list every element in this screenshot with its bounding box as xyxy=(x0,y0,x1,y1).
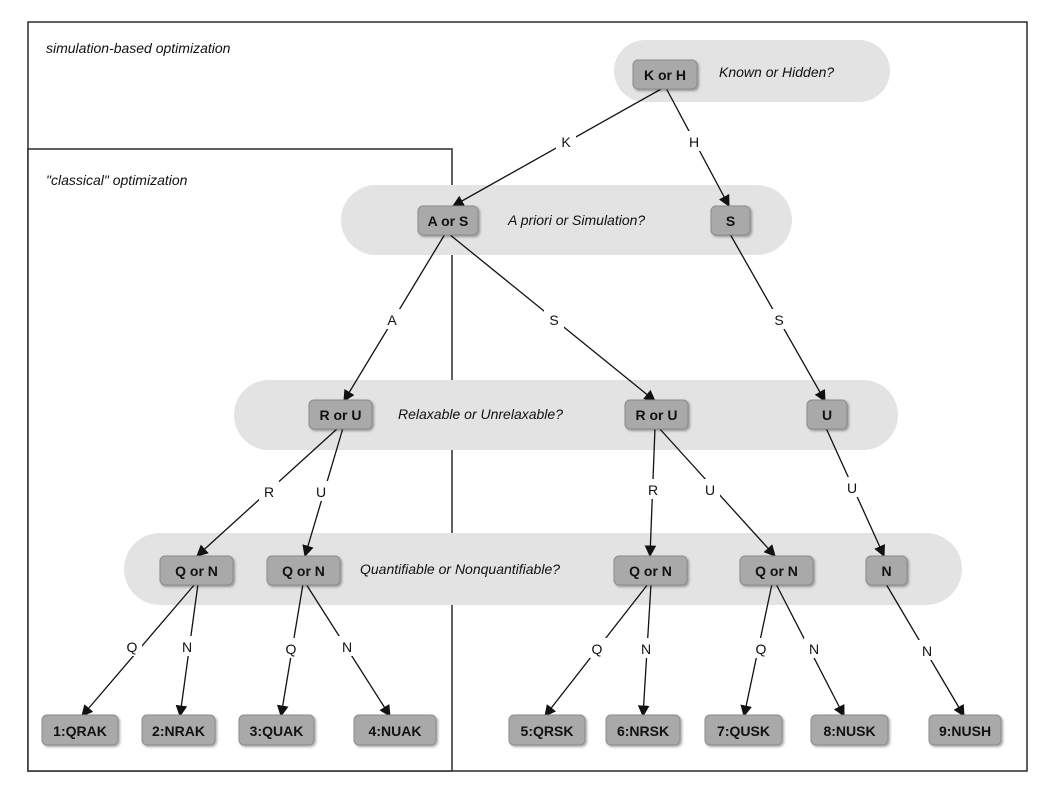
node-a-or-s-label: A or S xyxy=(428,213,469,229)
leaf-6-label: 6:NRSK xyxy=(617,723,669,739)
edge-label-n5: N xyxy=(922,643,932,659)
edge-label-u2: U xyxy=(705,482,715,498)
edge-label-n2: N xyxy=(342,639,352,655)
edge-label-n4: N xyxy=(809,641,819,657)
leaf-1-label: 1:QRAK xyxy=(53,723,107,739)
leaf-7 xyxy=(704,714,783,746)
outer-frame-title: simulation-based optimization xyxy=(46,40,231,56)
node-r-or-u-a-label: R or U xyxy=(320,407,362,423)
inner-frame-title: "classical" optimization xyxy=(46,172,188,188)
leaf-3-label: 3:QUAK xyxy=(250,723,304,739)
node-q-or-n-4 xyxy=(739,555,814,586)
leaf-8-label: 8:NUSK xyxy=(823,723,875,739)
leaf-3 xyxy=(238,714,315,746)
edge-label-s-left: S xyxy=(549,312,558,328)
leaf-4-label: 4:NUAK xyxy=(369,723,422,739)
node-q-or-n-3 xyxy=(613,555,688,586)
edge-labels: K H A S S R U R U U Q N Q N Q N Q N N xyxy=(122,131,937,660)
leaf-7-label: 7:QUSK xyxy=(717,723,770,739)
node-r-or-u-s xyxy=(624,399,689,430)
leaf-8 xyxy=(810,714,889,746)
node-boxes xyxy=(41,59,1002,746)
edge-label-u3: U xyxy=(847,480,857,496)
leaf-9-label: 9:NUSH xyxy=(939,723,991,739)
edge-label-q3: Q xyxy=(592,641,603,657)
edge-label-s-right: S xyxy=(774,312,783,328)
leaf-4 xyxy=(353,714,437,746)
node-q-or-n-2 xyxy=(266,555,341,586)
edge-label-a: A xyxy=(387,312,397,328)
node-q-or-n-2-label: Q or N xyxy=(282,563,325,579)
question-quantifiable: Quantifiable or Nonquantifiable? xyxy=(360,561,560,577)
edge-label-u1: U xyxy=(316,484,326,500)
node-k-or-h xyxy=(632,59,698,90)
leaf-5 xyxy=(508,714,586,746)
node-r-or-u-s-label: R or U xyxy=(636,407,678,423)
leaf-2 xyxy=(141,714,216,746)
node-s xyxy=(710,205,751,236)
edge-label-k: K xyxy=(561,134,571,150)
edge-label-h: H xyxy=(689,134,699,150)
edge-label-r2: R xyxy=(648,482,658,498)
edge-label-n1: N xyxy=(182,639,192,655)
node-s-label: S xyxy=(726,213,735,229)
node-r-or-u-a xyxy=(308,399,373,430)
question-known-hidden: Known or Hidden? xyxy=(719,64,834,80)
leaf-2-label: 2:NRAK xyxy=(152,723,205,739)
relaxable-pill xyxy=(234,380,898,450)
edge-label-n3: N xyxy=(641,641,651,657)
leaf-9 xyxy=(928,714,1002,746)
question-apriori-simulation: A priori or Simulation? xyxy=(507,212,645,228)
node-q-or-n-1 xyxy=(159,555,234,586)
edge-label-q1: Q xyxy=(127,639,138,655)
node-k-or-h-label: K or H xyxy=(644,67,686,83)
node-a-or-s xyxy=(417,205,479,236)
node-q-or-n-1-label: Q or N xyxy=(175,563,218,579)
leaf-1 xyxy=(41,714,119,746)
node-u-label: U xyxy=(822,407,832,423)
node-n-label: N xyxy=(881,563,891,579)
node-q-or-n-3-label: Q or N xyxy=(629,563,672,579)
leaf-5-label: 5:QRSK xyxy=(521,723,574,739)
node-u xyxy=(806,399,848,430)
edge-label-r1: R xyxy=(264,484,274,500)
question-relaxable: Relaxable or Unrelaxable? xyxy=(398,406,563,422)
edge-label-q2: Q xyxy=(286,641,297,657)
leaf-6 xyxy=(605,714,681,746)
quantifiable-pill xyxy=(124,533,962,605)
node-n xyxy=(865,555,908,586)
node-q-or-n-4-label: Q or N xyxy=(755,563,798,579)
edge-label-q4: Q xyxy=(756,641,767,657)
